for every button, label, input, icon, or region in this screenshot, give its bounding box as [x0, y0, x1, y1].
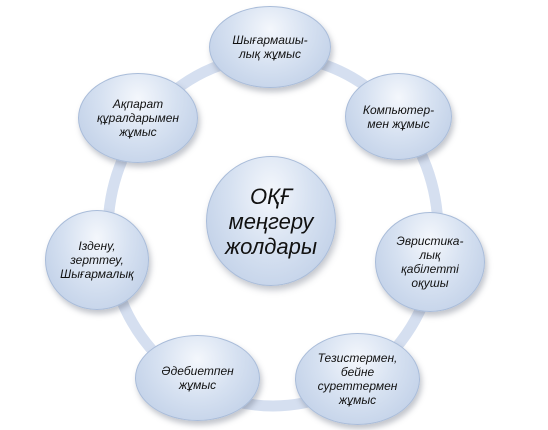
node-computer-work: Компьютер- мен жұмыс [345, 73, 452, 160]
node-label-line: Ақпарат [112, 97, 164, 111]
center-line: ОҚҒ [249, 183, 293, 209]
node-label-line: жұмыс [338, 393, 377, 407]
node-label-line: Әдебиетпен [161, 364, 234, 378]
node-label-line: қабілетті [401, 262, 459, 276]
node-label-line: суреттермен [317, 379, 398, 393]
node-label-line: лық жұмыс [239, 47, 301, 61]
node-label-line: бейне [340, 365, 375, 379]
node-label-line: жұмыс [119, 125, 157, 139]
center-line: меңгеру [228, 208, 314, 234]
node-label-line: құралдарымен [97, 111, 179, 125]
node-label-line: жұмыс [178, 378, 217, 392]
node-research-creative: Іздену, зерттеу, Шығармалық [45, 210, 149, 310]
node-label-line: мен жұмыс [367, 116, 430, 131]
center-circle: ОҚҒ меңгеру жолдары [206, 156, 336, 286]
node-media-tools-work: Ақпарат құралдарымен жұмыс [78, 73, 198, 163]
node-label-line: зерттеу, [70, 253, 124, 267]
node-label-line: Шығармашы- [232, 33, 308, 47]
node-heuristic-reading: Эвристика- лық қабілетті оқушы [375, 212, 485, 312]
node-label-line: Іздену, [78, 239, 116, 253]
node-literature-work: Әдебиетпен жұмыс [135, 335, 260, 421]
node-label-line: Компьютер- [362, 102, 435, 117]
node-creative-work: Шығармашы- лық жұмыс [209, 6, 331, 88]
node-label-line: Тезистермен, [317, 351, 398, 365]
node-label-line: оқушы [411, 276, 449, 290]
node-label-line: Шығармалық [60, 267, 134, 281]
node-theses-video-work: Тезистермен, бейне суреттермен жұмыс [295, 333, 420, 425]
node-label-line: Эвристика- [396, 234, 464, 248]
node-label-line: лық [419, 248, 441, 262]
center-line: жолдары [224, 233, 318, 259]
